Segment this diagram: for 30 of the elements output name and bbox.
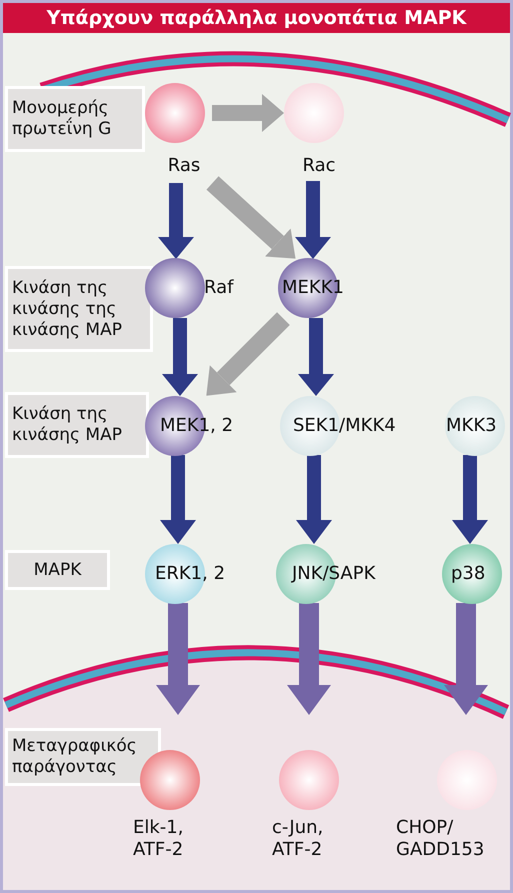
protein-name: Rac	[301, 155, 337, 177]
arrow	[206, 176, 296, 259]
protein-name: CHOP/ GADD153	[396, 817, 486, 861]
row-label: Κινάση της κινάσης MAP	[5, 392, 149, 458]
arrow	[158, 183, 194, 259]
row-label: Μεταγραφικός παράγοντας	[5, 728, 161, 786]
arrow	[162, 318, 198, 396]
protein-name: p38	[451, 563, 486, 585]
protein-name: Elk-1, ATF-2	[133, 817, 184, 861]
row-label: MAPK	[5, 550, 110, 590]
arrow	[298, 318, 334, 396]
row-label: Μονομερής πρωτεΐνη G	[5, 86, 145, 152]
title: Υπάρχουν παράλληλα μονοπάτια MAPK	[3, 3, 510, 33]
protein-name: MEKK1	[282, 277, 344, 299]
protein-name: SEK1/MKK4	[293, 415, 396, 437]
protein-name: MKK3	[446, 415, 497, 437]
protein-name: Raf	[204, 277, 234, 299]
arrow	[160, 455, 196, 544]
arrow	[296, 455, 332, 544]
protein-name: ERK1, 2	[155, 563, 226, 585]
arrow	[206, 312, 290, 396]
arrow	[452, 455, 488, 544]
arrow	[444, 603, 488, 715]
arrow	[212, 94, 284, 132]
protein-name: JNK/SAPK	[292, 563, 376, 585]
protein-name: MEK1, 2	[160, 415, 234, 437]
arrow	[295, 181, 331, 259]
protein-name: Ras	[166, 155, 202, 177]
row-label: Κινάση της κινάσης της κινάσης MAP	[5, 266, 153, 352]
protein-name: c-Jun, ATF-2	[272, 817, 324, 861]
